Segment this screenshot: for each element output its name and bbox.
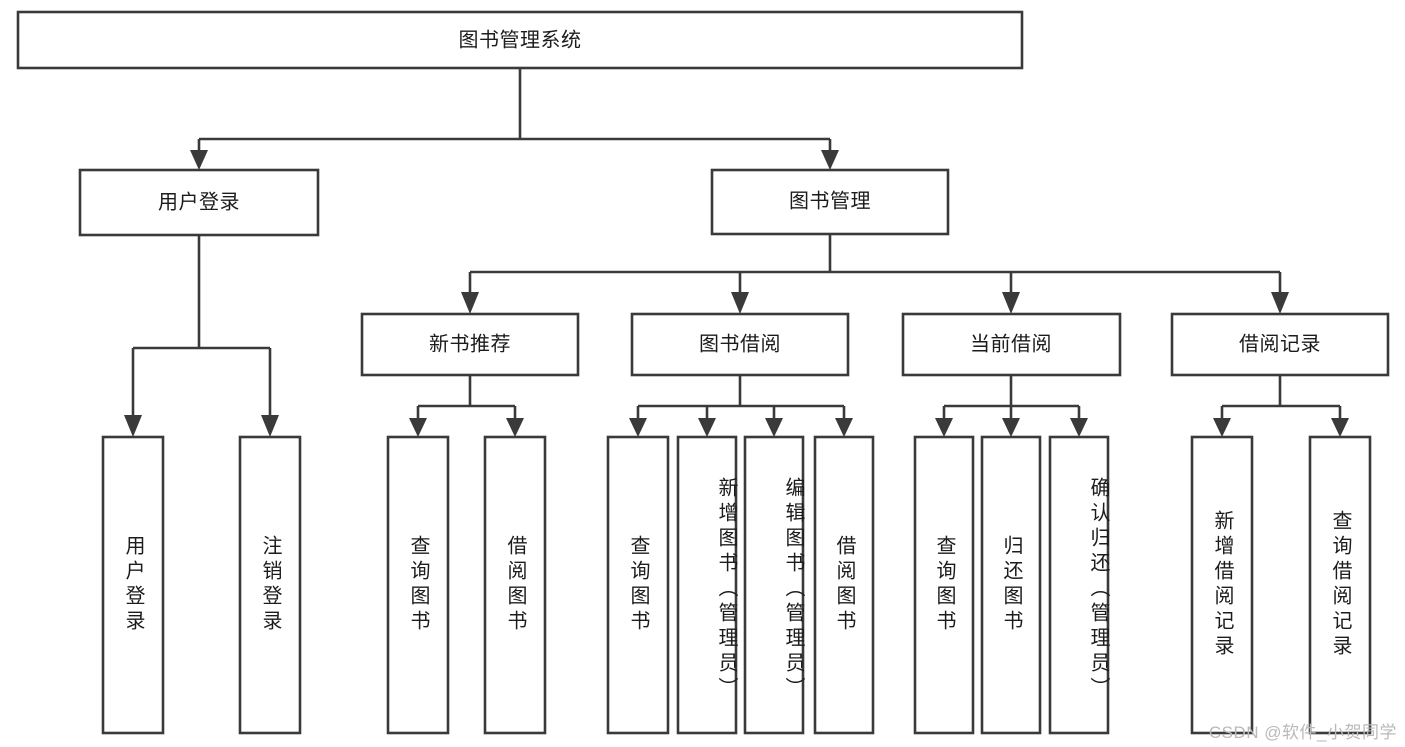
node-leaf-borrow-book-box[interactable] bbox=[813, 435, 875, 735]
arrow-head-icon bbox=[1271, 292, 1289, 314]
node-new-book-recommend-box[interactable] bbox=[360, 312, 580, 377]
node-borrow-record-label: 借阅记录 bbox=[1239, 332, 1321, 355]
node-book-management-box[interactable] bbox=[710, 168, 950, 236]
node-book-management-label: 图书管理 bbox=[789, 189, 871, 212]
arrow-head-icon bbox=[1002, 292, 1020, 314]
node-leaf-add-book-admin-box[interactable] bbox=[676, 435, 738, 735]
node-leaf-query-book-current-box[interactable] bbox=[913, 435, 975, 735]
node-current-borrow-box[interactable] bbox=[901, 312, 1122, 377]
node-book-borrow-label: 图书借阅 bbox=[699, 332, 781, 355]
arrow-head-icon bbox=[731, 292, 749, 314]
node-leaf-borrow-book-recommend-box[interactable] bbox=[483, 435, 547, 735]
arrow-head-icon bbox=[765, 418, 783, 437]
node-new-book-recommend-label: 新书推荐 bbox=[429, 332, 511, 355]
arrow-head-icon bbox=[821, 150, 839, 170]
arrow-head-icon bbox=[190, 150, 208, 170]
node-root-label: 图书管理系统 bbox=[459, 28, 582, 51]
arrow-head-icon bbox=[1331, 418, 1349, 437]
node-leaf-user-login-box[interactable] bbox=[101, 435, 165, 735]
arrow-head-icon bbox=[506, 418, 524, 437]
watermark-text: CSDN @软件_小贺同学 bbox=[1208, 723, 1397, 742]
arrow-head-icon bbox=[1070, 418, 1088, 437]
node-book-borrow-box[interactable] bbox=[630, 312, 850, 377]
node-user-login-label: 用户登录 bbox=[158, 190, 240, 213]
arrow-head-icon bbox=[835, 418, 853, 437]
arrow-head-icon bbox=[698, 418, 716, 437]
edges-group bbox=[124, 68, 1349, 437]
node-leaf-edit-book-admin-box[interactable] bbox=[743, 435, 805, 735]
node-leaf-add-borrow-record-box[interactable] bbox=[1190, 435, 1254, 735]
node-leaf-confirm-return-admin-box[interactable] bbox=[1048, 435, 1110, 735]
node-leaf-query-book-recommend-box[interactable] bbox=[386, 435, 450, 735]
node-borrow-record-box[interactable] bbox=[1170, 312, 1390, 377]
arrow-head-icon bbox=[1213, 418, 1231, 437]
arrow-head-icon bbox=[124, 415, 142, 437]
node-root-box[interactable] bbox=[16, 10, 1024, 70]
arrow-head-icon bbox=[935, 418, 953, 437]
arrow-head-icon bbox=[461, 292, 479, 314]
node-leaf-query-book-borrow-box[interactable] bbox=[606, 435, 670, 735]
arrow-head-icon bbox=[261, 415, 279, 437]
node-current-borrow-label: 当前借阅 bbox=[970, 332, 1052, 355]
node-user-login-box[interactable] bbox=[78, 168, 320, 237]
node-leaf-return-book-box[interactable] bbox=[980, 435, 1042, 735]
node-leaf-logout-box[interactable] bbox=[238, 435, 302, 735]
arrow-head-icon bbox=[1002, 418, 1020, 437]
node-leaf-query-borrow-record-box[interactable] bbox=[1308, 435, 1372, 735]
arrow-head-icon bbox=[409, 418, 427, 437]
arrow-head-icon bbox=[629, 418, 647, 437]
nodes-group: 图书管理系统 用户登录 图书管理 新书推荐 图书借阅 当前借阅 借阅记录 bbox=[16, 10, 1390, 735]
